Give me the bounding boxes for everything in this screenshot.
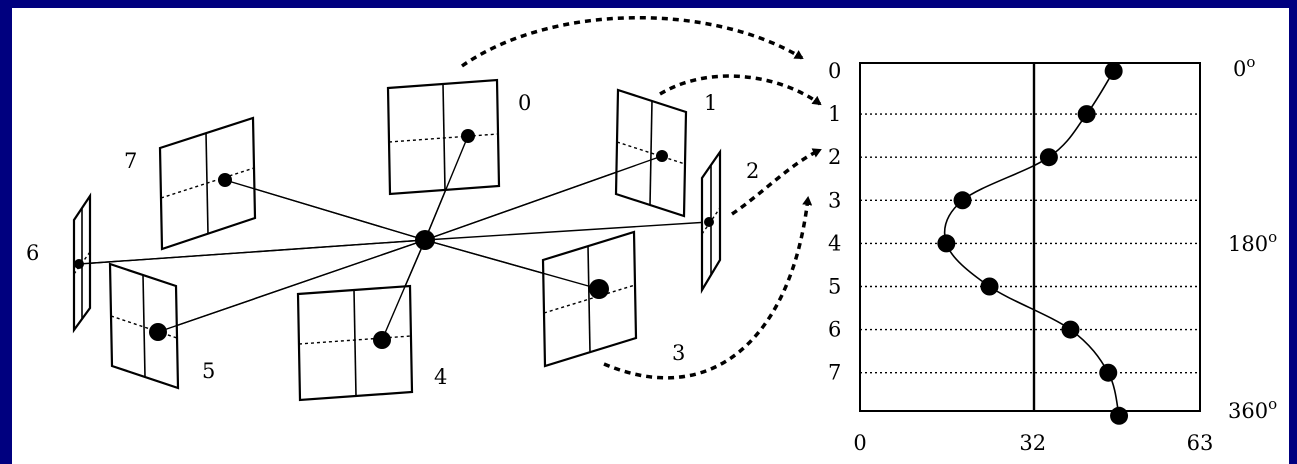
angle-label-bottom: 360o (1228, 395, 1277, 423)
panel-label-6: 6 (26, 241, 39, 265)
angle-labels: 0o 180o 360o (1228, 53, 1277, 423)
data-points (937, 62, 1129, 425)
panel-label-0: 0 (518, 91, 531, 115)
camera-panel-6 (72, 192, 426, 334)
x-tick-label-32: 32 (1019, 431, 1046, 455)
row-label-4: 4 (828, 231, 841, 255)
data-point-8 (1110, 406, 1129, 425)
panel-label-5: 5 (202, 359, 215, 383)
data-point-5 (980, 277, 999, 296)
panel-label-1: 1 (704, 91, 717, 115)
row-label-5: 5 (828, 275, 841, 299)
camera-ring (72, 78, 722, 402)
gridlines (860, 113, 1200, 374)
mapping-arrows (460, 16, 822, 380)
camera-panel-1 (424, 88, 688, 241)
row-label-1: 1 (828, 102, 841, 126)
camera-panel-5 (108, 239, 426, 390)
angle-label-middle: 180o (1228, 228, 1277, 256)
row-label-6: 6 (828, 318, 841, 342)
panel-label-7: 7 (124, 149, 137, 173)
angle-label-top: 0o (1233, 53, 1255, 81)
data-point-7 (1099, 363, 1118, 382)
chart: 0 1 2 3 4 5 6 7 0 32 63 0o 180o 360o (828, 53, 1277, 455)
row-label-0: 0 (828, 59, 841, 83)
arrow-2 (731, 148, 822, 216)
arrow-0 (460, 16, 804, 68)
camera-panel-7 (158, 116, 426, 251)
camera-panel-3 (424, 230, 638, 368)
data-point-3 (953, 191, 972, 210)
panel-labels: 0 1 2 3 4 5 6 7 (26, 91, 759, 389)
row-labels: 0 1 2 3 4 5 6 7 (828, 59, 841, 385)
panel-label-3: 3 (672, 341, 685, 365)
x-tick-labels: 0 32 63 (853, 431, 1213, 455)
data-point-1 (1077, 105, 1096, 124)
row-label-2: 2 (828, 145, 841, 169)
camera-panel-0 (386, 78, 501, 241)
arrow-1 (659, 74, 822, 106)
camera-panel-2 (700, 148, 722, 294)
data-point-0 (1104, 62, 1123, 80)
hub-point (415, 230, 435, 250)
row-label-7: 7 (828, 361, 841, 385)
x-tick-label-0: 0 (853, 431, 866, 455)
x-tick-label-63: 63 (1187, 431, 1214, 455)
camera-panel-4 (296, 239, 426, 402)
arrow-3 (603, 196, 813, 380)
diagram-canvas: 0 1 2 3 4 5 6 7 (12, 8, 1289, 464)
data-point-4 (937, 234, 956, 253)
data-point-2 (1039, 148, 1058, 167)
data-point-6 (1061, 320, 1080, 339)
panel-label-2: 2 (746, 159, 759, 183)
camera-sampling-diagram: 0 1 2 3 4 5 6 7 (26, 16, 1277, 455)
spoke-2 (424, 221, 710, 241)
chart-frame (859, 62, 1201, 412)
row-label-3: 3 (828, 188, 841, 212)
panel-label-4: 4 (434, 365, 447, 389)
